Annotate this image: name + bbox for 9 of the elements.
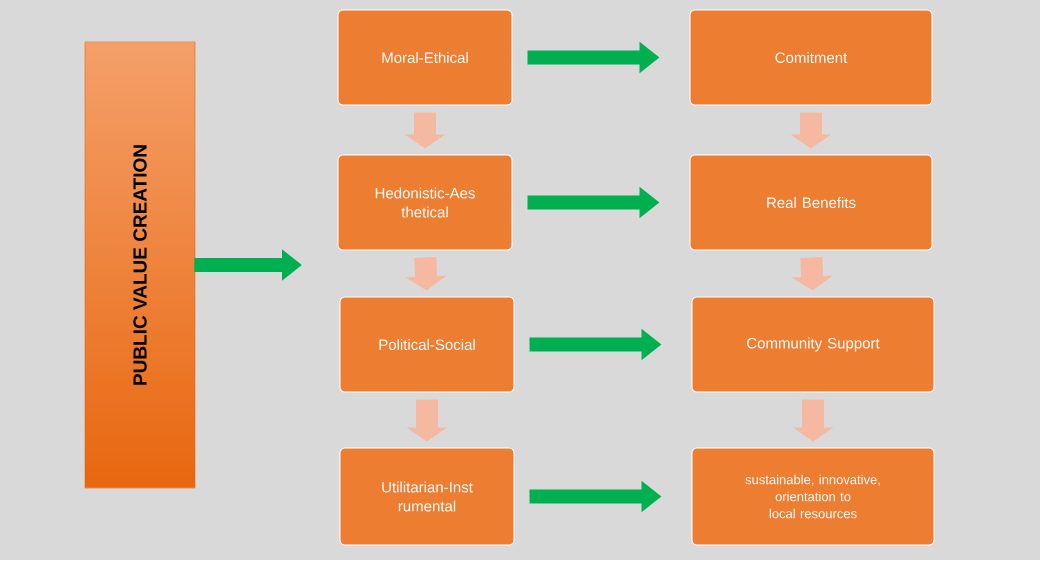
process-box: Moral-Ethical <box>337 9 513 106</box>
process-box: Community Support <box>691 296 935 393</box>
process-box: Hedonistic-Aes thetical <box>337 154 513 251</box>
process-box: Utilitarian-Inst rumental <box>339 447 515 546</box>
process-box: Political-Social <box>339 296 515 393</box>
process-box: Real Benefits <box>689 154 933 251</box>
process-box: sustainable, innovative, orientation to local resources <box>691 447 935 546</box>
vertical-bar: PUBLIC VALUE CREATION <box>84 41 196 489</box>
process-box: Comitment <box>689 9 933 106</box>
